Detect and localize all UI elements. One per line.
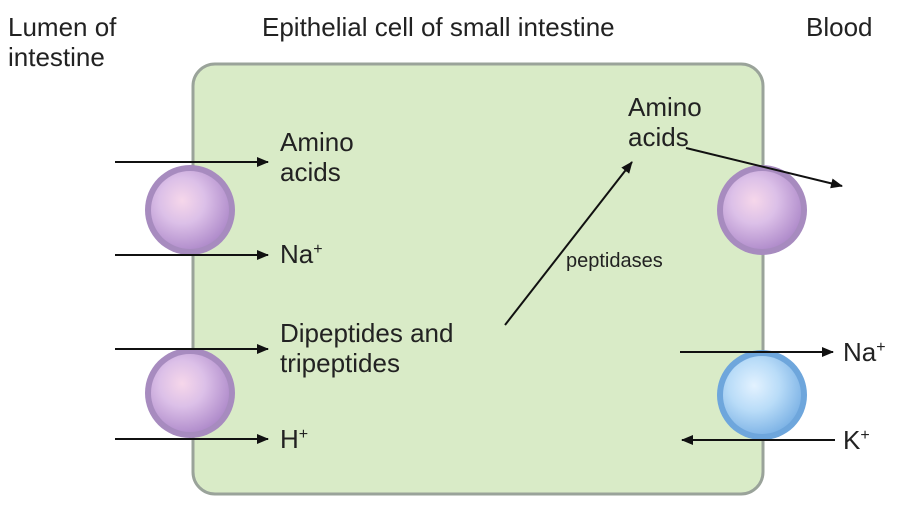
na-in-charge: + — [313, 241, 323, 258]
k-in-label: K+ — [843, 425, 870, 455]
lumen-label-line2: intestine — [8, 42, 105, 72]
arrow-peptidase-conversion — [504, 161, 633, 326]
symporter-amino-na — [145, 165, 235, 255]
k-in-symbol: K — [843, 425, 861, 455]
h-in-label: H+ — [280, 424, 308, 454]
na-out-charge: + — [876, 339, 886, 356]
cell-title: Epithelial cell of small intestine — [262, 12, 615, 42]
product-amino-acids-line2: acids — [628, 122, 689, 152]
peptides-label: Dipeptides and tripeptides — [280, 318, 453, 378]
sodium-potassium-pump — [717, 350, 807, 440]
na-in-label: Na+ — [280, 239, 323, 269]
arrow-amino-acids-out — [685, 147, 843, 189]
blood-label: Blood — [806, 12, 873, 42]
amino-acids-label-line2: acids — [280, 157, 341, 187]
basolateral-amino-transporter — [717, 165, 807, 255]
peptides-label-line1: Dipeptides and — [280, 318, 454, 348]
product-amino-acids-label: Amino acids — [628, 92, 702, 152]
lumen-label: Lumen of intestine — [8, 12, 116, 72]
k-in-charge: + — [860, 427, 870, 444]
peptidases-label: peptidases — [566, 250, 663, 272]
amino-acids-label: Amino acids — [280, 127, 354, 187]
na-out-symbol: Na — [843, 337, 877, 367]
product-amino-acids-line1: Amino — [628, 92, 702, 122]
amino-acids-label-line1: Amino — [280, 127, 354, 157]
na-in-symbol: Na — [280, 239, 314, 269]
peptides-label-line2: tripeptides — [280, 348, 400, 378]
na-out-label: Na+ — [843, 337, 886, 367]
symporter-peptide-h — [145, 348, 235, 438]
h-in-symbol: H — [280, 424, 299, 454]
h-in-charge: + — [298, 426, 309, 443]
epithelial-cell — [191, 62, 765, 496]
lumen-label-line1: Lumen of — [8, 12, 117, 42]
